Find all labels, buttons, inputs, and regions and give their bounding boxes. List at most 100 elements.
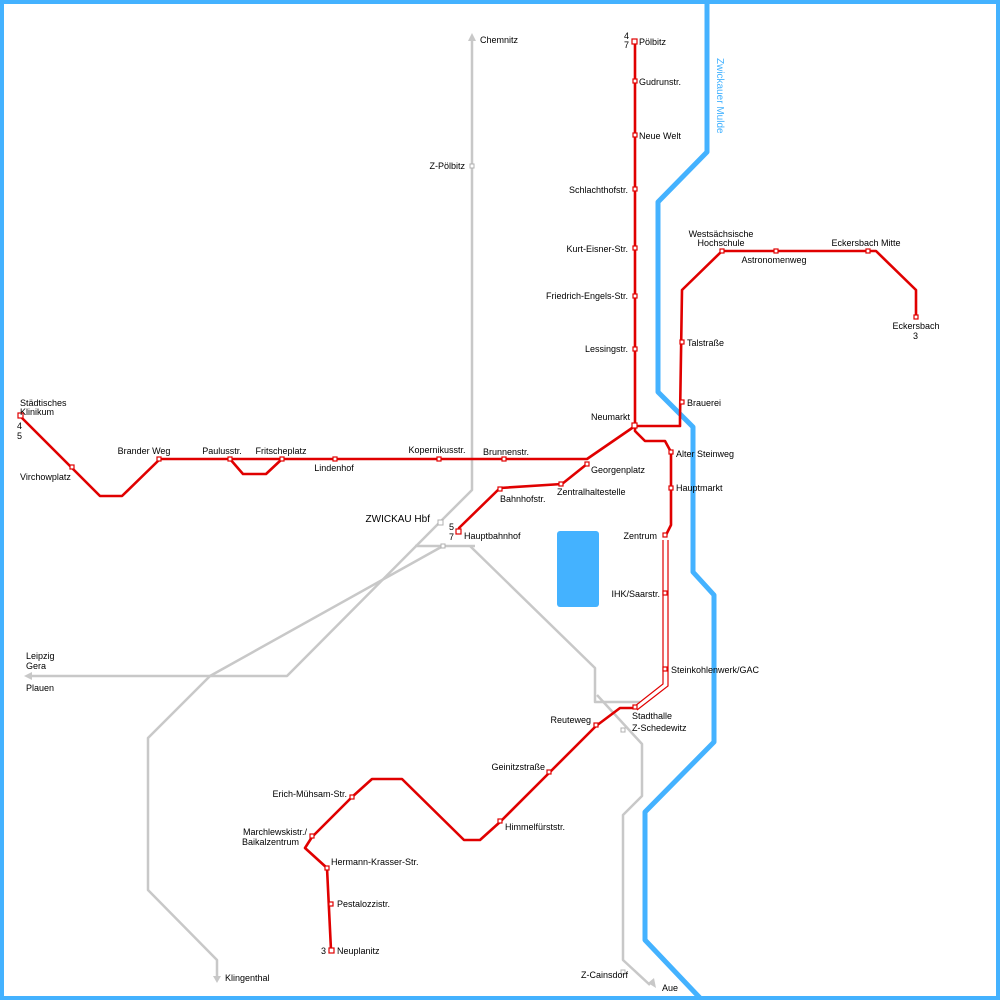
label-gera: Gera: [26, 661, 46, 671]
label-z-schedewitz: Z-Schedewitz: [632, 723, 687, 733]
label-bahnhofstr: Bahnhofstr.: [500, 494, 546, 504]
label-geinitzstrasse: Geinitzstraße: [491, 762, 545, 772]
label-klinikum-2: Klinikum: [20, 407, 54, 417]
stop-eckersbach: [913, 314, 919, 320]
line-number-hbf-b: 7: [449, 532, 454, 542]
line-number-eckersbach: 3: [913, 331, 918, 341]
rail-hbf-south: [469, 545, 640, 704]
pond: [557, 531, 599, 607]
stop-neue-welt: [632, 132, 638, 138]
stop-erich-muehsam: [349, 794, 355, 800]
railway-lines: [30, 40, 651, 986]
label-zentrum: Zentrum: [623, 531, 657, 541]
stop-z-poelbitz: [469, 163, 475, 169]
stop-fritscheplatz: [279, 456, 285, 462]
stop-brunnenstr: [501, 456, 507, 462]
stop-brander-weg: [156, 456, 162, 462]
label-fritscheplatz: Fritscheplatz: [255, 446, 307, 456]
river-label: Zwickauer Mulde: [714, 58, 725, 134]
stop-z-schedewitz: [620, 727, 626, 733]
label-zentralhaltestelle: Zentralhaltestelle: [557, 487, 626, 497]
label-westsaechsische-2: Hochschule: [697, 238, 744, 248]
stop-alter-steinweg: [668, 449, 674, 455]
line-number-klinikum-a: 4: [17, 421, 22, 431]
tram-eckersbach: [678, 249, 918, 419]
stop-hbf-platform: [440, 543, 446, 549]
rail-chemnitz-leipzig: [30, 40, 474, 678]
label-z-poelbitz: Z-Pölbitz: [429, 161, 465, 171]
label-reuteweg: Reuteweg: [550, 715, 591, 725]
stop-zentrum: [662, 532, 668, 538]
tram-neumarkt-brauerei: [635, 418, 682, 428]
stop-pestalozzistr: [328, 901, 334, 907]
stop-z-cainsdorf: [620, 969, 626, 975]
stop-virchowplatz: [69, 464, 75, 470]
tram-zentrum-stadthalle-b: [636, 540, 669, 711]
label-chemnitz: Chemnitz: [480, 35, 519, 45]
stop-ihk: [662, 590, 668, 596]
stop-geinitzstrasse: [546, 769, 552, 775]
tram-lines: [19, 40, 918, 951]
label-klingenthal: Klingenthal: [225, 973, 270, 983]
railway-arrows: [24, 33, 656, 988]
label-pestalozzistr: Pestalozzistr.: [337, 899, 390, 909]
label-stadthalle: Stadthalle: [632, 711, 672, 721]
arrow-aue-icon: [648, 978, 656, 988]
station-labels: Pölbitz Gudrunstr. Neue Welt Schlachthof…: [20, 37, 940, 980]
line-number-klinikum-b: 5: [17, 431, 22, 441]
stop-reuteweg: [593, 722, 599, 728]
stop-hauptmarkt: [668, 485, 674, 491]
label-kurt-eisner: Kurt-Eisner-Str.: [566, 244, 628, 254]
stop-stadthalle: [632, 704, 638, 710]
stop-kurt-eisner: [632, 245, 638, 251]
label-himmelfuerststr: Himmelfürststr.: [505, 822, 565, 832]
stop-paulusstr: [227, 456, 233, 462]
label-friedrich-engels: Friedrich-Engels-Str.: [546, 291, 628, 301]
stop-lindenhof: [332, 456, 338, 462]
rail-aue: [596, 694, 651, 986]
label-plauen: Plauen: [26, 683, 54, 693]
tram-klinikum-neumarkt: [19, 415, 636, 498]
label-paulusstr: Paulusstr.: [202, 446, 242, 456]
stop-astronomenweg: [773, 248, 779, 254]
stop-talstrasse: [679, 339, 685, 345]
label-leipzig: Leipzig: [26, 651, 55, 661]
stop-neumarkt: [631, 422, 638, 429]
label-hauptmarkt: Hauptmarkt: [676, 483, 723, 493]
stop-eckersbach-mitte: [865, 248, 871, 254]
river: Zwickauer Mulde: [642, 2, 725, 1000]
label-ihk: IHK/Saarstr.: [611, 589, 660, 599]
tram-stops: [17, 38, 919, 954]
stop-himmelfuerststr: [497, 818, 503, 824]
stop-hermann-krasser: [324, 865, 330, 871]
railway-stops: [437, 163, 626, 975]
label-virchowplatz: Virchowplatz: [20, 472, 71, 482]
label-hauptbahnhof: Hauptbahnhof: [464, 531, 521, 541]
stop-kopernikusstr: [436, 456, 442, 462]
line-number-poelbitz-b: 7: [624, 40, 629, 50]
stop-westsaechsische-hochschule: [719, 248, 725, 254]
label-gudrunstr: Gudrunstr.: [639, 77, 681, 87]
arrow-leipzig-icon: [24, 672, 32, 680]
label-klinikum-1: Städtisches: [20, 398, 67, 408]
label-hermann-krasser: Hermann-Krasser-Str.: [331, 857, 419, 867]
label-neue-welt: Neue Welt: [639, 131, 681, 141]
label-lindenhof: Lindenhof: [314, 463, 354, 473]
label-alter-steinweg: Alter Steinweg: [676, 449, 734, 459]
stop-zentralhaltestelle: [558, 481, 564, 487]
label-zwickau-hbf: ZWICKAU Hbf: [366, 514, 431, 525]
stop-bahnhofstr: [497, 486, 503, 492]
line-number-neuplanitz: 3: [321, 946, 326, 956]
stop-zwickau-hbf: [437, 519, 444, 526]
stop-marchlewski: [309, 833, 315, 839]
tram-double-track: [634, 540, 669, 711]
label-neuplanitz: Neuplanitz: [337, 946, 380, 956]
label-brauerei: Brauerei: [687, 398, 721, 408]
label-erich-muehsam: Erich-Mühsam-Str.: [272, 789, 347, 799]
tram-zentrum-stadthalle-a: [634, 540, 664, 707]
stop-lessingstr: [632, 346, 638, 352]
label-neumarkt: Neumarkt: [591, 412, 631, 422]
stop-georgenplatz: [584, 461, 590, 467]
